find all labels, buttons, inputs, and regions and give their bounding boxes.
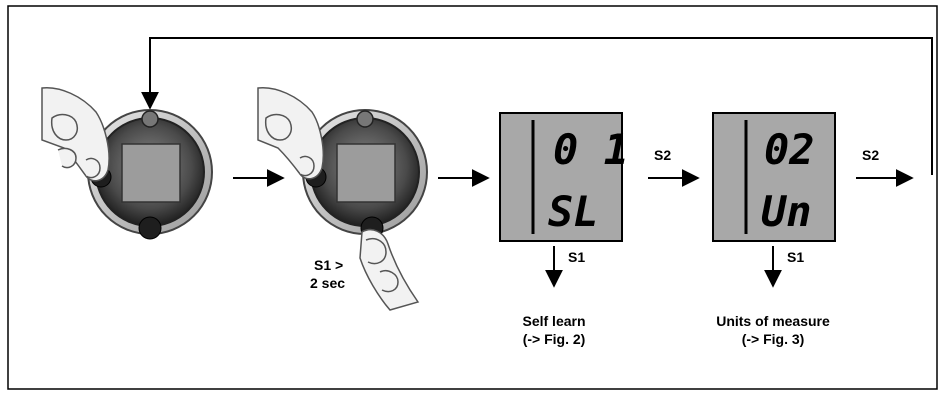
lcd-panel	[712, 112, 836, 242]
lcd-display-2: 02 Un	[712, 112, 836, 242]
device-1	[41, 87, 213, 240]
hold-label-line2: 2 sec	[310, 275, 345, 291]
lcd-bottom-code: SL	[548, 187, 599, 236]
device-screen	[336, 143, 396, 203]
device-2	[257, 87, 428, 311]
top-knob	[141, 110, 159, 128]
hand-icon	[41, 87, 110, 182]
caption-2-line2: (-> Fig. 3)	[742, 331, 805, 347]
s1-label-1: S1	[568, 249, 585, 265]
lcd-panel	[499, 112, 623, 242]
s2-label-1: S2	[654, 147, 671, 163]
lcd-top-code: 0 1	[553, 125, 629, 174]
loop-back-arrow	[141, 37, 933, 175]
lcd-display-1: 0 1 SL	[499, 112, 629, 242]
button-s2	[138, 216, 162, 240]
hold-label-line1: S1 >	[314, 257, 343, 273]
lcd-bottom-code: Un	[761, 187, 812, 236]
caption-1-line2: (-> Fig. 2)	[523, 331, 586, 347]
s1-label-2: S1	[787, 249, 804, 265]
hand-icon-lower	[359, 228, 420, 311]
frame-border	[7, 5, 938, 390]
hand-icon	[257, 87, 324, 180]
lcd-top-code: 02	[764, 125, 815, 174]
caption-2-line1: Units of measure	[716, 313, 830, 329]
top-knob	[356, 110, 374, 128]
s2-label-2: S2	[862, 147, 879, 163]
device-screen	[121, 143, 181, 203]
caption-1-line1: Self learn	[522, 313, 585, 329]
